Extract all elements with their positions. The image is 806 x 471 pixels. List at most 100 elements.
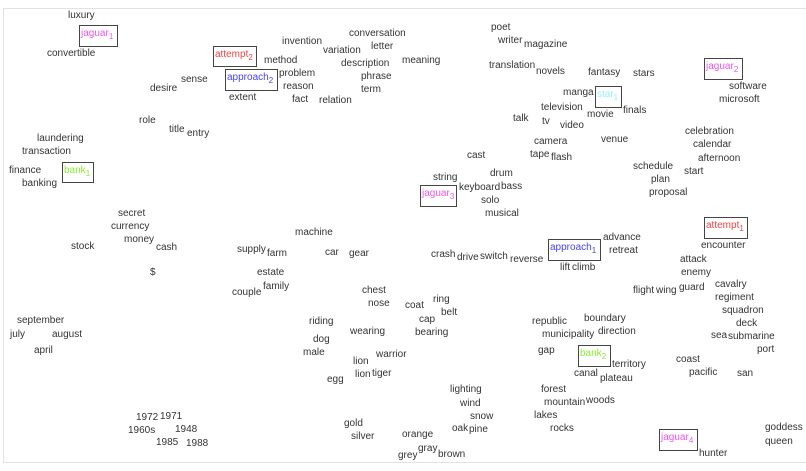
- word-label: belt: [441, 307, 458, 318]
- word-label: meaning: [402, 55, 441, 66]
- sense-box-jaguar-1: [79, 25, 118, 47]
- sense-word: star: [597, 89, 614, 100]
- word-label: machine: [295, 227, 333, 238]
- word-label: gold: [344, 418, 363, 429]
- word-label: software: [729, 81, 767, 92]
- word-label: laundering: [37, 133, 84, 144]
- word-label: title: [169, 124, 185, 135]
- word-label: gap: [538, 345, 555, 356]
- sense-index: 4: [688, 436, 694, 445]
- word-label: republic: [532, 316, 568, 327]
- word-label: lakes: [534, 410, 558, 421]
- word-label: description: [341, 58, 390, 69]
- word-label: coat: [405, 300, 424, 311]
- word-label: climb: [572, 262, 596, 273]
- word-label: chest: [362, 285, 386, 296]
- word-label: money: [124, 234, 155, 245]
- word-label: supply: [237, 244, 266, 255]
- word-label: gray: [418, 443, 438, 454]
- word-label: 1948: [175, 424, 198, 435]
- word-label: forest: [541, 384, 567, 395]
- word-label: retreat: [609, 245, 638, 256]
- word-label: silver: [351, 431, 375, 442]
- word-label: enemy: [681, 267, 712, 278]
- word-label: family: [263, 281, 290, 292]
- word-label: secret: [118, 208, 146, 219]
- word-label: problem: [279, 68, 316, 79]
- sense-box-approach-1: [548, 239, 601, 261]
- word-label: flight: [633, 285, 655, 296]
- word-label: wearing: [350, 326, 386, 337]
- word-label: poet: [491, 22, 511, 33]
- sense-index: 1: [108, 32, 114, 41]
- word-label: start: [684, 166, 704, 177]
- word-label: 1972: [136, 412, 159, 423]
- sense-index: 2: [601, 352, 607, 361]
- sense-box-jaguar-2: [704, 58, 743, 80]
- word-label: camera: [534, 136, 568, 147]
- word-label: reverse: [510, 254, 544, 265]
- word-label: sea: [711, 330, 728, 341]
- word-label: sense: [181, 74, 208, 85]
- word-label: proposal: [649, 187, 688, 198]
- word-label: wing: [656, 285, 677, 296]
- sense-word: jaguar: [422, 188, 450, 199]
- word-label: switch: [480, 251, 508, 262]
- word-label: transaction: [22, 146, 71, 157]
- word-label: couple: [232, 287, 262, 298]
- word-label: cap: [419, 314, 436, 325]
- sense-index: 2: [248, 53, 253, 62]
- word-label: keyboard: [459, 182, 501, 193]
- word-label: venue: [601, 134, 629, 145]
- word-label: squadron: [722, 305, 764, 316]
- sense-box-bank-2: [578, 345, 611, 367]
- word-label: advance: [603, 232, 641, 243]
- word-label: san: [737, 368, 754, 379]
- sense-label: bank1: [64, 165, 91, 178]
- word-label: dog: [313, 334, 330, 345]
- word-label: tv: [542, 116, 550, 127]
- sense-box-attempt-2: [213, 46, 257, 67]
- word-label: 1985: [156, 437, 179, 448]
- sense-label: attempt2: [215, 49, 253, 62]
- sense-word: bank: [64, 165, 86, 176]
- word-label: 1971: [160, 411, 183, 422]
- word-label: gear: [349, 248, 370, 259]
- word-label: translation: [489, 60, 536, 71]
- word-label: finals: [623, 105, 647, 116]
- word-label: attack: [680, 254, 707, 265]
- word-label: lift: [560, 262, 570, 273]
- word-label: rocks: [550, 423, 574, 434]
- sense-word: jaguar: [81, 28, 109, 39]
- word-label: talk: [513, 113, 529, 124]
- sense-index: 3: [449, 192, 455, 201]
- word-label: lion: [355, 369, 371, 380]
- sense-word: jaguar: [661, 432, 689, 443]
- sense-box-jaguar-3: [420, 185, 457, 207]
- word-label: drive: [457, 252, 479, 263]
- word-label: letter: [371, 41, 394, 52]
- word-label: oak: [452, 423, 469, 434]
- word-label: banking: [22, 178, 58, 189]
- word-label: relation: [319, 95, 352, 106]
- word-label: orange: [402, 429, 434, 440]
- word-label: august: [52, 329, 83, 340]
- sense-index: 1: [613, 93, 619, 102]
- word-label: mountain: [544, 397, 586, 408]
- sense-index: 1: [85, 169, 91, 178]
- sense-word: approach: [227, 72, 269, 83]
- word-label: role: [139, 115, 156, 126]
- word-label: canal: [574, 368, 598, 379]
- word-label: crash: [431, 249, 456, 260]
- word-label: tape: [530, 149, 550, 160]
- word-label: movie: [587, 109, 614, 120]
- sense-label: bank2: [580, 348, 607, 361]
- word-label: bass: [501, 181, 523, 192]
- embedding-plot-area: [3, 8, 806, 463]
- sense-index: 1: [591, 246, 597, 255]
- word-label: $: [150, 267, 156, 278]
- word-label: writer: [498, 35, 523, 46]
- word-label: microsoft: [719, 94, 760, 105]
- word-label: submarine: [728, 331, 775, 342]
- word-label: coast: [676, 354, 700, 365]
